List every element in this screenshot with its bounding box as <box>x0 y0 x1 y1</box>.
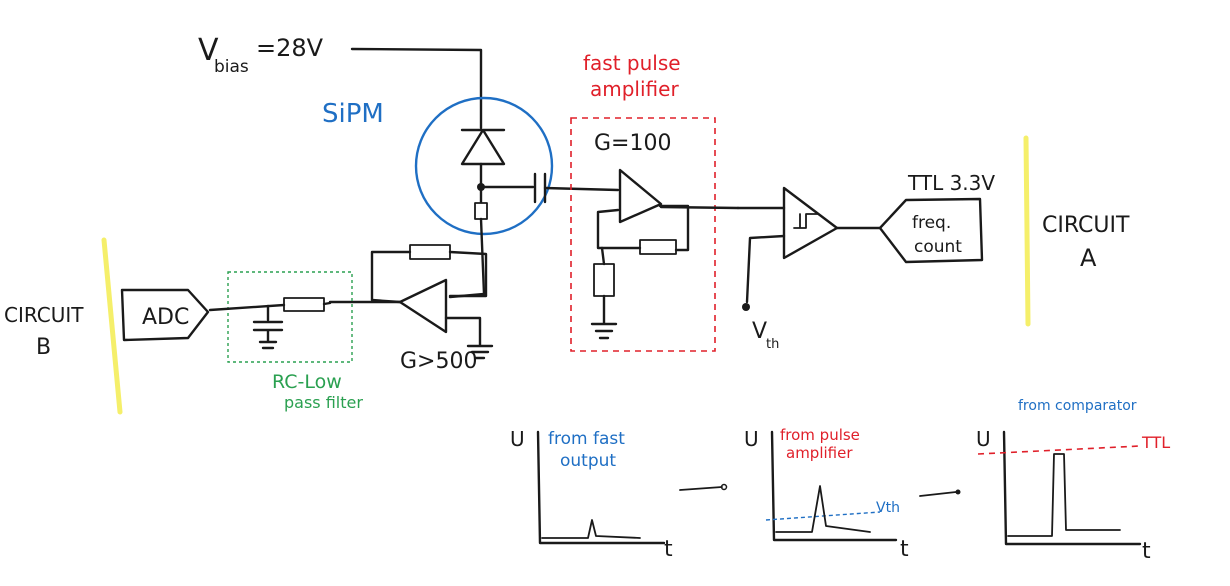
rc-resistor-icon <box>283 297 325 312</box>
gain-resistor-icon <box>593 263 615 297</box>
plot-fast-output: U t from fast output <box>510 427 673 562</box>
plot-pulse-amplifier: U t from pulse amplifier Vth <box>744 426 909 562</box>
plot-comparator: U t from comparator TTL <box>976 398 1170 564</box>
arrow-2-end <box>955 489 961 495</box>
quench-resistor-icon <box>474 202 488 220</box>
slow-amp-ground <box>444 316 494 360</box>
vth-label: V <box>752 319 767 344</box>
vth-wire <box>745 234 786 304</box>
plot3-ttl-label: TTL <box>1141 433 1170 452</box>
rc-label-1: RC-Low <box>272 371 342 393</box>
rc-label-2: pass filter <box>284 393 363 412</box>
circuit-a-label-1: CIRCUIT <box>1042 213 1130 238</box>
plot1-note-2: output <box>560 451 616 471</box>
plot1-axes <box>536 430 666 545</box>
plot1-xlabel: t <box>664 537 673 562</box>
fast-amp-output-wire <box>659 205 740 210</box>
bias-wire <box>350 47 483 130</box>
vbias-value: =28V <box>256 34 324 62</box>
arrow-1 <box>679 486 723 491</box>
fast-pulse-label-2: amplifier <box>590 77 679 101</box>
plot3-xlabel: t <box>1142 539 1151 564</box>
vth-subscript: th <box>766 337 779 352</box>
plot2-threshold-line <box>765 511 881 521</box>
freq-counter-label-2: count <box>914 237 962 257</box>
circuit-a-highlight <box>1023 135 1031 327</box>
coupling-wire-right <box>543 186 620 192</box>
fast-amp-icon <box>618 168 663 224</box>
plot3-signal <box>1007 453 1121 537</box>
plot3-ttl-line <box>977 445 1141 455</box>
plot2-signal <box>775 485 871 533</box>
circuit-b-label-2: B <box>36 335 51 360</box>
vbias-subscript: bias <box>214 57 249 77</box>
sipm-diode-icon <box>460 128 506 166</box>
sipm-label: SiPM <box>322 99 384 129</box>
plot2-threshold-label: Vth <box>876 500 900 516</box>
plot2-note-2: amplifier <box>786 444 853 462</box>
gain-100-label: G=100 <box>594 131 671 156</box>
circuit-b-label-1: CIRCUIT <box>4 303 84 327</box>
ttl-label: TTL 3.3V <box>907 171 995 195</box>
plot1-note-1: from fast <box>548 429 625 449</box>
feedback-resistor-icon <box>639 239 677 255</box>
plot2-axes <box>770 430 898 542</box>
hysteresis-icon <box>793 213 819 229</box>
arrow-2 <box>919 491 957 497</box>
slow-amp-icon <box>398 278 448 334</box>
fast-amp-ground-icon <box>590 294 618 340</box>
plot1-ylabel: U <box>510 427 525 451</box>
vbias-label: V <box>198 33 219 68</box>
sipm-circle <box>414 96 554 236</box>
circuit-b-highlight <box>101 237 123 415</box>
gain-500-label: G>500 <box>400 349 477 374</box>
fast-amp-ground-wire <box>600 246 606 266</box>
comparator-icon <box>782 186 839 260</box>
adc-label: ADC <box>142 305 189 330</box>
freq-counter-box <box>878 197 984 264</box>
plot3-ylabel: U <box>976 427 991 451</box>
rc-capacitor-icon <box>252 304 284 350</box>
plot3-axes <box>1002 430 1142 546</box>
vth-node <box>742 303 750 311</box>
adc-box <box>120 288 210 342</box>
plot2-xlabel: t <box>900 537 909 562</box>
circuit-a-label-2: A <box>1080 244 1097 272</box>
fast-amp-boundary <box>570 117 716 352</box>
slow-feedback-resistor-icon <box>409 244 451 260</box>
rc-filter-boundary <box>227 271 353 363</box>
plot2-ylabel: U <box>744 427 759 451</box>
plot3-note: from comparator <box>1018 398 1137 414</box>
arrow-1-end <box>720 483 728 491</box>
plot2-note-1: from pulse <box>780 426 860 444</box>
plot1-signal <box>541 519 641 539</box>
rc-wires <box>208 301 332 312</box>
freq-counter-label-1: freq. <box>912 213 951 233</box>
fast-pulse-label-1: fast pulse <box>583 51 681 75</box>
